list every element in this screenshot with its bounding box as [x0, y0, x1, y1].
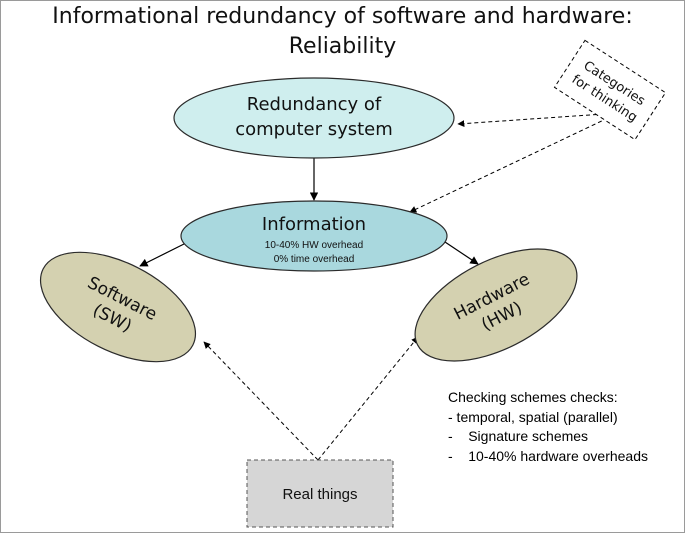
notes-item-temporal: - temporal, spatial (parallel) — [448, 408, 618, 425]
node-information-sub2: 0% time overhead — [274, 254, 355, 265]
dashed-arrow-categories-to-redundancy — [457, 113, 605, 128]
node-real-things-label: Real things — [282, 486, 357, 503]
notes-heading: Checking schemes checks: — [448, 389, 618, 405]
arrow-information-to-hardware — [444, 241, 479, 265]
arrow-information-to-software — [139, 241, 189, 267]
node-redundancy-line1: Redundancy of — [247, 94, 382, 115]
dashed-arrow-categories-to-information — [409, 117, 609, 213]
slide-title: Informational redundancy of software and… — [0, 2, 685, 62]
dashed-arrow-real-to-software — [203, 341, 319, 461]
title-line-2: Reliability — [288, 34, 397, 59]
node-hardware: Hardware (HW) — [414, 248, 578, 362]
notes-item-signature: - Signature schemes — [448, 428, 589, 444]
node-information-sub1: 10-40% HW overhead — [265, 240, 363, 251]
dashed-arrow-real-to-hardware — [317, 336, 419, 461]
node-redundancy-line2: computer system — [235, 119, 393, 140]
checking-schemes-notes: Checking schemes checks: - temporal, spa… — [448, 388, 683, 466]
node-software: Software (SW) — [39, 251, 197, 363]
node-redundancy: Redundancy of computer system — [173, 77, 455, 159]
notes-item-hardware-overheads: - 10-40% hardware overheads — [448, 447, 648, 464]
node-information-title: Information — [262, 214, 366, 235]
node-categories: Categories for thinking — [553, 39, 667, 141]
node-information: Information 10-40% HW overhead 0% time o… — [180, 200, 448, 272]
title-line-1: Informational redundancy of software and… — [52, 4, 633, 29]
node-real-things: Real things — [246, 459, 394, 528]
